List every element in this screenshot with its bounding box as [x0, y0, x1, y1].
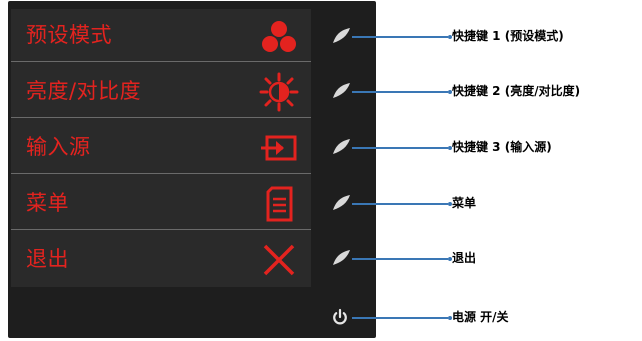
- leader-endpoint: [448, 202, 452, 206]
- leader-endpoint: [448, 146, 452, 150]
- osd-item-label: 输入源: [26, 135, 91, 159]
- osd-item-preset-modes[interactable]: 预设模式: [11, 9, 311, 62]
- shortcut-key-1-button[interactable]: [330, 27, 352, 45]
- preset-modes-icon: [262, 21, 296, 52]
- leader-line: [352, 147, 448, 149]
- leader-line: [352, 317, 448, 319]
- osd-item-label: 退出: [26, 247, 69, 271]
- osd-item-menu[interactable]: 菜单: [11, 177, 311, 230]
- leader-endpoint: [448, 257, 452, 261]
- leader-line: [352, 91, 448, 93]
- leader-endpoint: [448, 316, 452, 320]
- callout-power: 电源 开/关: [452, 310, 509, 324]
- callout-menu: 菜单: [452, 196, 477, 210]
- leader-line: [352, 258, 448, 260]
- brightness-contrast-icon: [259, 72, 299, 112]
- shortcut-key-3-button[interactable]: [330, 138, 352, 156]
- osd-menu-panel: 预设模式 亮度/对比度 输入源 菜单: [11, 9, 311, 287]
- osd-item-brightness-contrast[interactable]: 亮度/对比度: [11, 65, 311, 118]
- leader-line: [352, 36, 448, 38]
- callout-exit: 退出: [452, 251, 477, 265]
- exit-icon: [263, 244, 295, 276]
- callout-shortcut-key-1: 快捷键 1 (预设模式): [452, 29, 564, 43]
- menu-icon: [266, 186, 293, 222]
- menu-button[interactable]: [330, 194, 352, 212]
- leader-endpoint: [448, 35, 452, 39]
- osd-item-input-source[interactable]: 输入源: [11, 121, 311, 174]
- osd-item-exit[interactable]: 退出: [11, 233, 311, 286]
- callout-shortcut-key-2: 快捷键 2 (亮度/对比度): [452, 84, 581, 98]
- callout-shortcut-key-3: 快捷键 3 (输入源): [452, 140, 552, 154]
- osd-item-label: 预设模式: [26, 23, 112, 47]
- input-source-icon: [261, 135, 297, 161]
- shortcut-key-2-button[interactable]: [330, 82, 352, 100]
- osd-item-label: 亮度/对比度: [26, 79, 142, 103]
- power-button[interactable]: [331, 308, 349, 326]
- leader-endpoint: [448, 90, 452, 94]
- osd-item-label: 菜单: [26, 191, 69, 215]
- exit-button[interactable]: [330, 249, 352, 267]
- leader-line: [352, 203, 448, 205]
